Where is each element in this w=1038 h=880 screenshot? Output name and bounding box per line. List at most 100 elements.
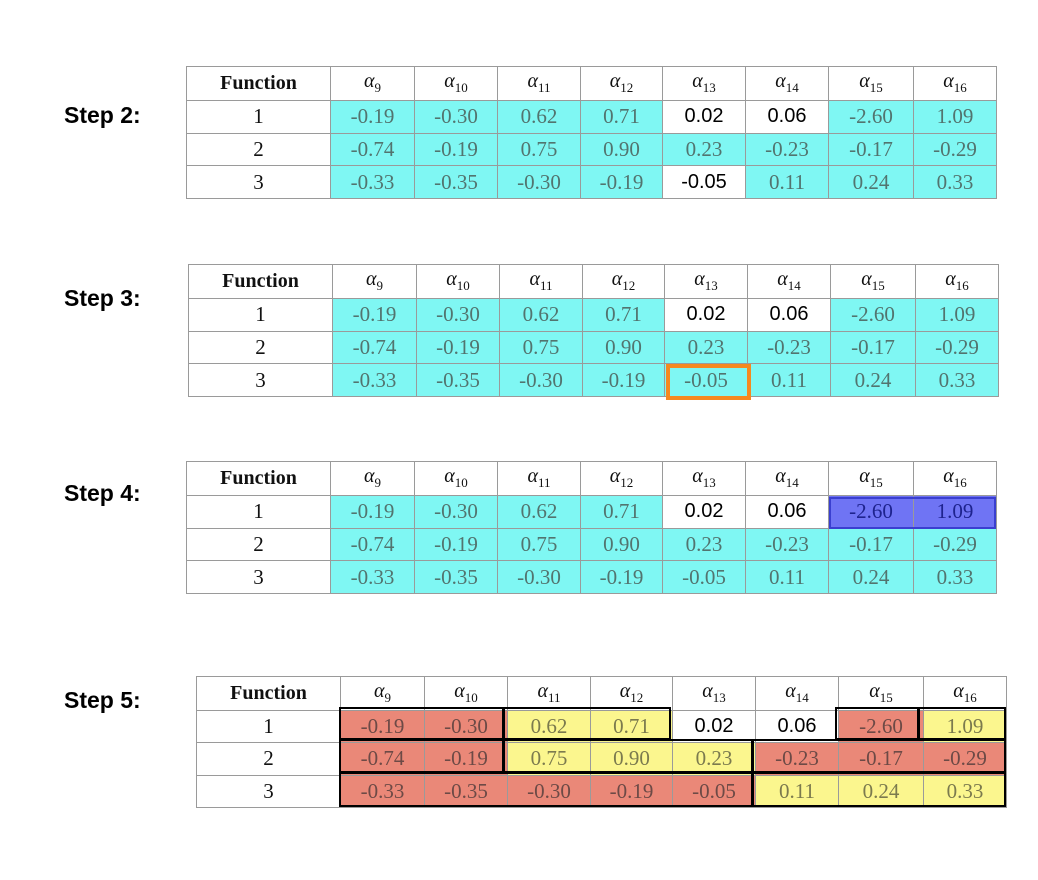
function-row-label: 1 (196, 709, 341, 744)
alpha-index: 12 (622, 278, 636, 294)
value-cell: -0.17 (838, 742, 924, 776)
function-row-label: 3 (186, 560, 331, 594)
value-cell: -0.19 (330, 494, 415, 529)
value-cell: 0.90 (590, 742, 673, 776)
alpha-column-header: α16 (913, 66, 997, 101)
value-cell: -0.33 (330, 560, 415, 594)
value-cell: -0.33 (330, 165, 415, 199)
alpha-index: 15 (869, 475, 883, 491)
value-cell: -0.29 (915, 330, 999, 365)
alpha-index: 10 (456, 278, 470, 294)
value-cell: -0.23 (747, 330, 831, 365)
alpha-column-header: α10 (416, 264, 500, 299)
alpha-column-header: α14 (755, 676, 839, 711)
value-cell: -0.35 (414, 560, 498, 594)
alpha-symbol: α (859, 70, 870, 93)
value-cell: -0.19 (424, 742, 508, 776)
alpha-index: 15 (879, 690, 893, 706)
alpha-column-header: α12 (580, 461, 663, 496)
value-cell: 0.24 (838, 774, 924, 809)
value-cell: 0.71 (580, 494, 663, 529)
value-cell: -0.19 (330, 99, 415, 134)
alpha-symbol: α (777, 268, 788, 291)
value-cell: 0.24 (828, 560, 914, 594)
alpha-column-header: α11 (499, 264, 583, 299)
value-cell: -0.23 (745, 132, 829, 167)
value-cell: -0.30 (414, 494, 498, 529)
value-cell: -0.19 (582, 363, 665, 397)
step-5-label: Step 5: (64, 687, 141, 713)
alpha-index: 14 (785, 475, 799, 491)
value-cell: -0.29 (913, 527, 997, 562)
value-cell: 0.62 (499, 297, 583, 332)
value-cell: 0.75 (507, 742, 591, 776)
alpha-column-header: α12 (580, 66, 663, 101)
alpha-column-header: α16 (923, 676, 1007, 711)
alpha-index: 9 (384, 690, 392, 706)
alpha-symbol: α (537, 680, 548, 703)
value-cell: 0.02 (662, 99, 746, 134)
value-cell: 0.24 (828, 165, 914, 199)
alpha-index: 10 (454, 80, 468, 96)
value-cell: 0.75 (499, 330, 583, 365)
alpha-column-header: α16 (913, 461, 997, 496)
alpha-index: 10 (464, 690, 478, 706)
value-cell: -0.35 (424, 774, 508, 809)
value-cell: 0.24 (830, 363, 916, 397)
value-cell: -0.29 (913, 132, 997, 167)
value-cell: 0.23 (662, 132, 746, 167)
value-cell: 1.09 (923, 709, 1007, 744)
alpha-index: 16 (955, 278, 969, 294)
alpha-index: 13 (702, 80, 716, 96)
alpha-index: 11 (537, 80, 551, 96)
alpha-index: 10 (454, 475, 468, 491)
alpha-symbol: α (692, 465, 703, 488)
value-cell: 0.33 (915, 363, 999, 397)
alpha-index: 14 (787, 278, 801, 294)
function-row-label: 1 (186, 99, 331, 134)
alpha-column-header: α10 (424, 676, 508, 711)
value-cell: -0.23 (755, 742, 839, 776)
value-cell: 0.02 (664, 297, 748, 332)
value-cell: 0.71 (580, 99, 663, 134)
value-cell: -0.30 (414, 99, 498, 134)
value-cell: 0.06 (747, 297, 831, 332)
alpha-symbol: α (527, 465, 538, 488)
value-cell: -0.30 (507, 774, 591, 809)
alpha-symbol: α (702, 680, 713, 703)
value-cell: -0.30 (499, 363, 583, 397)
alpha-index: 12 (620, 80, 634, 96)
alpha-symbol: α (943, 465, 954, 488)
function-row-label: 2 (186, 527, 331, 562)
alpha-column-header: α12 (590, 676, 673, 711)
alpha-column-header: α11 (497, 461, 581, 496)
function-header: Function (186, 66, 331, 101)
value-cell: 0.90 (580, 527, 663, 562)
value-cell: -0.74 (340, 742, 425, 776)
alpha-index: 13 (712, 690, 726, 706)
alpha-symbol: α (454, 680, 465, 703)
value-cell: -0.30 (416, 297, 500, 332)
value-cell: -0.17 (830, 330, 916, 365)
alpha-symbol: α (444, 465, 455, 488)
alpha-column-header: α16 (915, 264, 999, 299)
value-cell: 0.90 (580, 132, 663, 167)
alpha-index: 13 (704, 278, 718, 294)
function-header: Function (186, 461, 331, 496)
alpha-symbol: α (611, 268, 623, 291)
value-cell: -0.05 (662, 560, 746, 594)
value-cell: 0.11 (745, 165, 829, 199)
alpha-column-header: α9 (340, 676, 425, 711)
